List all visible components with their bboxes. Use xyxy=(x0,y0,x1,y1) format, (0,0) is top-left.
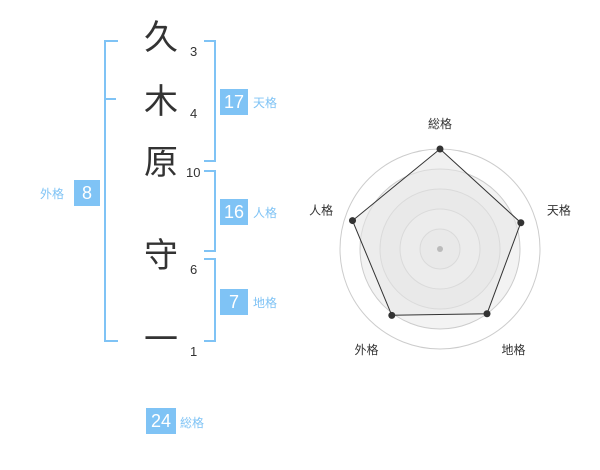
jinkaku-label: 人格 xyxy=(253,206,278,220)
stroke-count-1: 3 xyxy=(190,44,198,59)
name-char-4: 守 xyxy=(144,236,178,276)
gaikaku-value: 8 xyxy=(74,180,100,206)
jinkaku-value: 16 xyxy=(220,199,248,225)
stroke-count-5: 1 xyxy=(190,344,198,359)
radar-dot-3 xyxy=(483,310,491,318)
tenkaku-value: 17 xyxy=(220,89,248,115)
radar-axis-label-1: 総格 xyxy=(428,116,452,131)
stroke-count-3: 10 xyxy=(186,165,201,180)
chikaku-label: 地格 xyxy=(253,296,278,310)
tenkaku-bracket xyxy=(204,40,216,162)
name-char-2: 木 xyxy=(144,82,178,122)
gaikaku-tick xyxy=(104,98,116,100)
radar-dots xyxy=(349,145,525,319)
name-char-5: 一 xyxy=(144,320,178,360)
stroke-count-2: 4 xyxy=(190,106,198,121)
name-char-1: 久 xyxy=(144,18,178,58)
radar-dot-2 xyxy=(517,219,525,227)
radar-dot-5 xyxy=(349,217,357,225)
stroke-count-4: 6 xyxy=(190,262,198,277)
chikaku-value: 7 xyxy=(220,289,248,315)
chikaku-bracket xyxy=(204,258,216,342)
soukaku-label: 総格 xyxy=(180,416,205,430)
radar-axis-label-3: 地格 xyxy=(501,342,525,357)
name-char-3: 原 xyxy=(144,143,178,183)
jinkaku-bracket xyxy=(204,170,216,252)
tenkaku-label: 天格 xyxy=(253,96,278,110)
radar-center-dot xyxy=(437,246,443,252)
radar-dot-4 xyxy=(388,311,396,319)
radar-dot-1 xyxy=(436,145,444,153)
gaikaku-label: 外格 xyxy=(40,187,65,201)
radar-axis-label-2: 天格 xyxy=(547,202,571,217)
radar-polygon xyxy=(351,148,522,316)
radar-axis-label-5: 人格 xyxy=(309,202,333,217)
soukaku-value: 24 xyxy=(146,408,176,434)
radar-axis-label-4: 外格 xyxy=(354,342,378,357)
gaikaku-bracket xyxy=(104,40,118,342)
